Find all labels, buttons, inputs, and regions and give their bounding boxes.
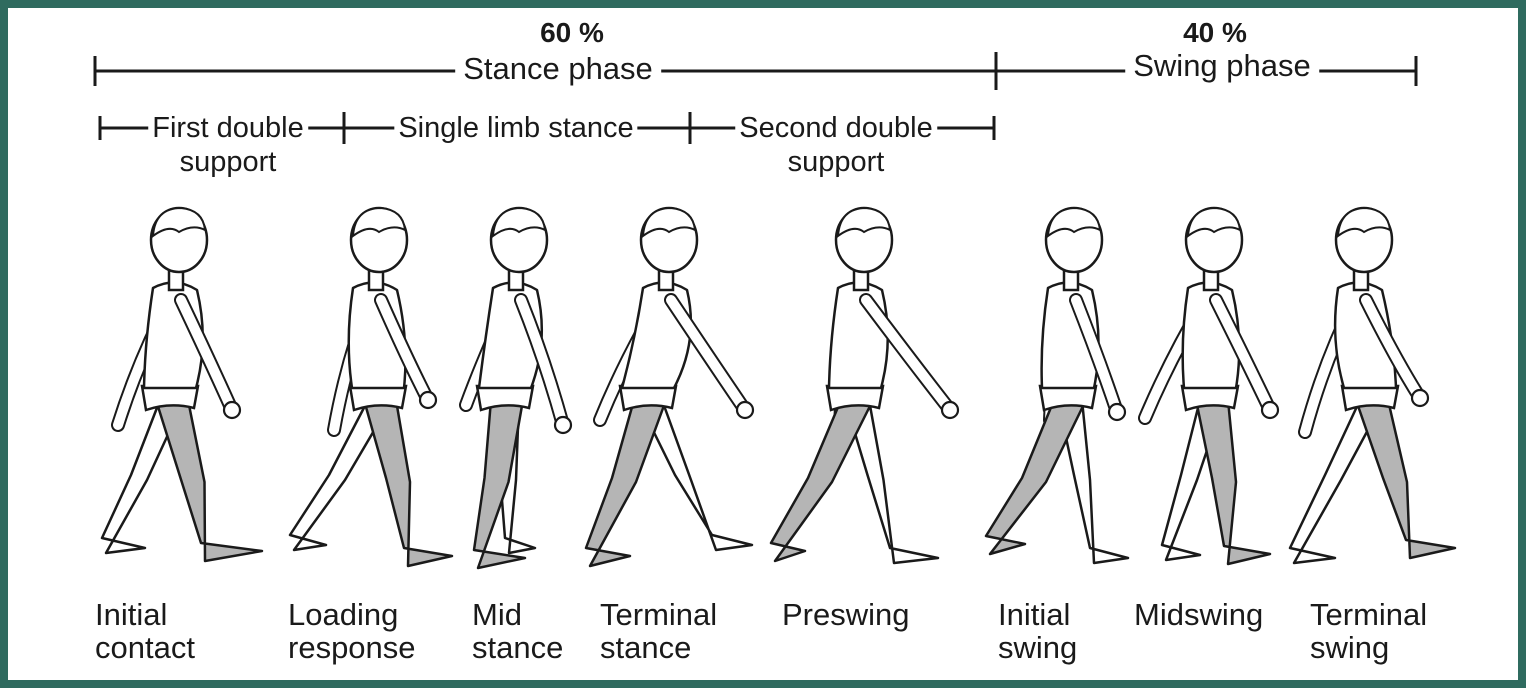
torso xyxy=(829,282,888,388)
event-label-terminal-stance: Terminal stance xyxy=(600,598,717,664)
briefs xyxy=(350,386,406,410)
stance-phase-label: Stance phase xyxy=(455,53,661,85)
shaded-leg xyxy=(1196,400,1270,564)
hand xyxy=(737,402,753,418)
walking-figure-6 xyxy=(986,208,1128,563)
single-limb-stance-label: Single limb stance xyxy=(394,111,637,145)
hand xyxy=(420,392,436,408)
hand xyxy=(224,402,240,418)
stance-percent: 60 % xyxy=(540,17,604,49)
hand xyxy=(942,402,958,418)
hand xyxy=(1412,390,1428,406)
shaded-leg xyxy=(986,400,1086,554)
walking-figures xyxy=(102,208,1455,568)
walking-figure-1 xyxy=(102,208,262,561)
walking-figure-3 xyxy=(466,208,571,568)
walking-figure-2 xyxy=(290,208,452,566)
event-label-mid-stance: Mid stance xyxy=(472,598,563,664)
shaded-leg xyxy=(771,400,873,561)
briefs xyxy=(620,386,676,410)
briefs xyxy=(1040,386,1096,410)
event-label-preswing: Preswing xyxy=(782,598,910,631)
event-label-initial-contact: Initial contact xyxy=(95,598,195,664)
swing-percent: 40 % xyxy=(1183,17,1247,49)
briefs xyxy=(1342,386,1398,410)
walking-figure-7 xyxy=(1145,208,1278,564)
hand xyxy=(1262,402,1278,418)
hand xyxy=(1109,404,1125,420)
briefs xyxy=(477,386,533,410)
briefs xyxy=(142,386,198,410)
first-double-support-label: First double support xyxy=(148,111,308,179)
event-label-loading-response: Loading response xyxy=(288,598,416,664)
briefs xyxy=(1182,386,1238,410)
shaded-leg xyxy=(364,400,452,566)
shaded-leg xyxy=(156,400,262,561)
event-label-initial-swing: Initial swing xyxy=(998,598,1077,664)
walking-figure-8 xyxy=(1290,208,1455,563)
shaded-leg xyxy=(1356,400,1455,558)
hand xyxy=(555,417,571,433)
walking-figure-5 xyxy=(771,208,958,563)
event-label-midswing: Midswing xyxy=(1134,598,1263,631)
briefs xyxy=(827,386,883,410)
event-label-terminal-swing: Terminal swing xyxy=(1310,598,1427,664)
second-double-support-label: Second double support xyxy=(735,111,937,179)
swing-phase-label: Swing phase xyxy=(1125,50,1319,82)
walking-figure-4 xyxy=(586,208,753,566)
